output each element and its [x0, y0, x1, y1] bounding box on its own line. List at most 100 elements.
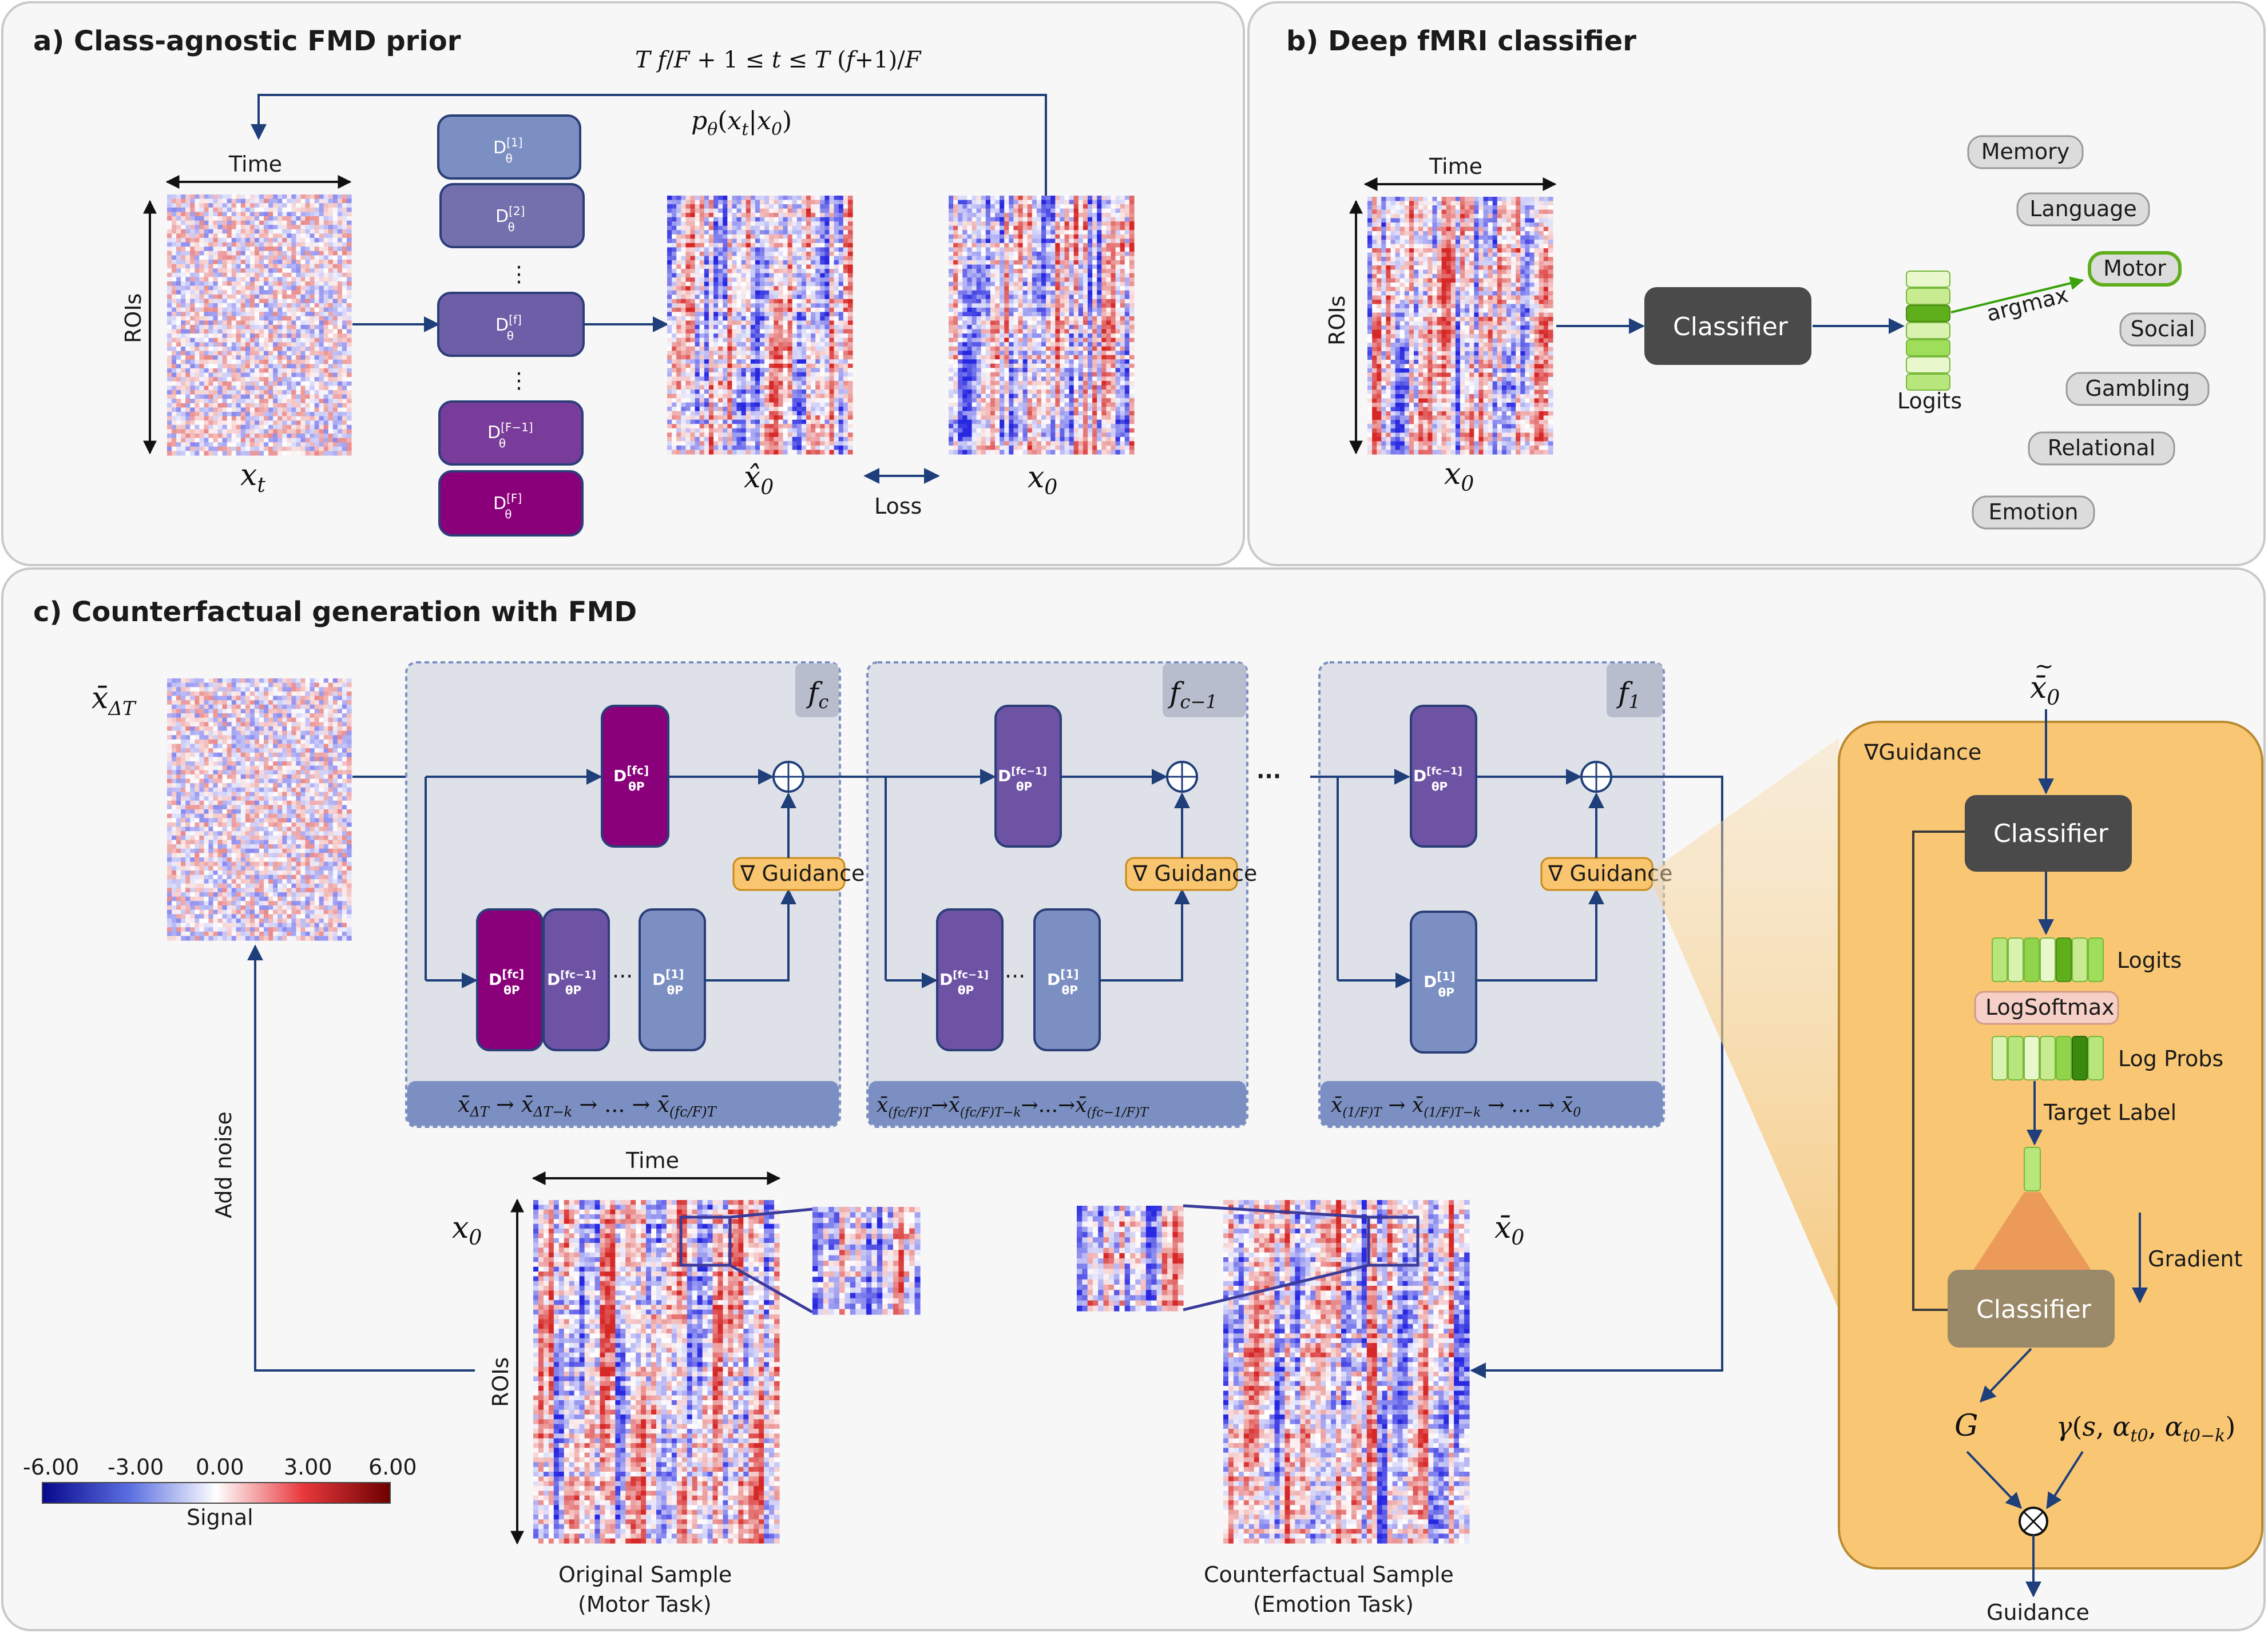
c-orig-zoom-box [679, 1215, 732, 1267]
guidance-gamma-to-mult [2046, 1451, 2084, 1509]
task-label-emotion: Emotion [1988, 499, 2078, 525]
colorbar-tick-3: 3.00 [284, 1455, 332, 1480]
seg3-bottom-denoiser-1 [1410, 911, 1477, 1054]
b-task-list: MemoryLanguageMotorSocialGamblingRelatio… [1967, 135, 2210, 530]
guidance-cone [1652, 738, 1839, 1310]
segment-fc1-tag-bg [1163, 663, 1246, 717]
denoiser-1 [437, 114, 581, 180]
guidance-classifier-1-label: Classifier [1993, 819, 2109, 848]
loss-label: Loss [874, 494, 922, 519]
seg3-schedule-bar [1321, 1081, 1663, 1126]
colorbar-tick-1: -3.00 [108, 1455, 164, 1480]
dots-upper: ⋮ [508, 261, 530, 287]
guidance-classifier-2 [1948, 1270, 2115, 1348]
panel-c-title: c) Counterfactual generation with FMD [33, 596, 637, 628]
guidance-target-cell [2024, 1147, 2041, 1191]
c-orig-caption-2: (Motor Task) [578, 1592, 712, 1617]
c-ellipsis: ··· [1256, 764, 1281, 789]
seg2-bottom-dots: ··· [1005, 964, 1025, 989]
guidance-skip-line [1912, 831, 1965, 1311]
colorbar-tick-0: -6.00 [23, 1455, 79, 1480]
guidance-gradient-label: Gradient [2148, 1246, 2242, 1272]
guidance-logits-row [1992, 937, 2104, 982]
b-heatmap-x0 [1367, 197, 1553, 455]
panel-a-title: a) Class-agnostic FMD prior [33, 25, 461, 57]
guidance-logsoftmax-box [1974, 991, 2119, 1025]
dots-lower: ⋮ [508, 368, 530, 393]
task-pill-social [2119, 312, 2206, 347]
c-cf-zoom-line-top [1183, 1204, 1369, 1219]
b-argmax-arrow [1950, 276, 2084, 313]
sampling-loop-arrow [251, 94, 1047, 196]
b-time-label: Time [1429, 154, 1482, 179]
panel-b-title: b) Deep fMRI classifier [1286, 25, 1636, 57]
c-cf-caption-2: (Emotion Task) [1253, 1592, 1414, 1617]
rois-label: ROIs [121, 293, 146, 343]
c-cf-zoom-box [1367, 1215, 1420, 1267]
seg2-to-guidance [1100, 888, 1190, 982]
b-logits-label: Logits [1897, 388, 1962, 414]
colorbar-label: Signal [187, 1505, 253, 1530]
guidance-classifier-1 [1965, 795, 2132, 872]
seg1-bottom-denoiser-2 [542, 908, 610, 1051]
b-logits-stack [1906, 271, 1950, 391]
c-heatmap-counterfactual [1223, 1200, 1470, 1544]
guidance-funnel [1973, 1192, 2092, 1271]
seg1-to-guidance [705, 888, 796, 982]
seg3-guidance-label: ∇ Guidance [1548, 861, 1672, 886]
c-heatmap-original-zoom [812, 1207, 921, 1315]
denoiser-F [438, 470, 584, 537]
c-heatmap-counterfactual-zoom [1077, 1206, 1184, 1312]
guidance-logprobs-label: Log Probs [2118, 1046, 2223, 1071]
var-xt: xt [240, 458, 265, 497]
guidance-to-G [1980, 1348, 2032, 1403]
task-label-social: Social [2131, 316, 2195, 341]
task-label-motor: Motor [2103, 256, 2166, 281]
task-label-memory: Memory [1981, 139, 2070, 164]
colorbar-tick-2: 0.00 [196, 1455, 244, 1480]
task-pill-gambling [2065, 372, 2210, 406]
colorbar-tick-4: 6.00 [368, 1455, 417, 1480]
b-classifier-label: Classifier [1673, 312, 1789, 341]
seg2-bottom-denoiser-1 [936, 908, 1004, 1051]
c-cf-caption-1: Counterfactual Sample [1204, 1562, 1454, 1587]
guidance-classifier-2-label: Classifier [1976, 1295, 2092, 1324]
guidance-logits-label: Logits [2117, 948, 2182, 973]
guidance-G-to-mult [1966, 1451, 2022, 1509]
task-label-language: Language [2029, 196, 2137, 221]
guidance-title: ∇Guidance [1863, 740, 1981, 765]
task-label-relational: Relational [2048, 435, 2156, 460]
seg1-guidance-label: ∇ Guidance [740, 861, 865, 886]
c-time-label: Time [625, 1148, 679, 1173]
segment-f1-box [1318, 661, 1665, 1128]
guidance-target-label: Target Label [2043, 1100, 2176, 1125]
task-label-gambling: Gambling [2085, 376, 2190, 401]
c-heatmap-noisy [167, 678, 352, 941]
heatmap-x0-hat [667, 196, 853, 455]
c-rois-label: ROIs [488, 1357, 513, 1407]
guidance-output-label: Guidance [1987, 1600, 2089, 1625]
seg2-schedule-bar [869, 1081, 1246, 1126]
guidance-logsoftmax-label: LogSoftmax [1985, 995, 2115, 1020]
task-pill-relational [2028, 431, 2175, 466]
segment-f1-tag-bg [1607, 663, 1663, 717]
task-pill-emotion [1972, 495, 2095, 530]
task-pill-memory [1967, 135, 2084, 169]
task-pill-language [2016, 192, 2150, 227]
colorbar [42, 1482, 391, 1504]
seg2-guidance-label: ∇ Guidance [1132, 861, 1257, 886]
cond-formula: T f/F + 1 ≤ t ≤ T (f+1)/F [635, 47, 922, 73]
c-output-arrow [1470, 776, 1723, 1378]
c-orig-zoom-line-top [729, 1207, 813, 1219]
c-add-noise-arrow [247, 944, 475, 1372]
c-heatmap-original [533, 1200, 780, 1544]
var-x0-hat: x̂0 [744, 460, 774, 499]
c-add-noise-label: Add noise [211, 1111, 236, 1218]
segment-fc-tag-bg [795, 663, 839, 717]
guidance-G: G [1954, 1409, 1978, 1443]
seg3-to-guidance [1476, 888, 1604, 982]
guidance-logprobs-row [1992, 1036, 2104, 1080]
denoiser-2 [439, 183, 585, 248]
